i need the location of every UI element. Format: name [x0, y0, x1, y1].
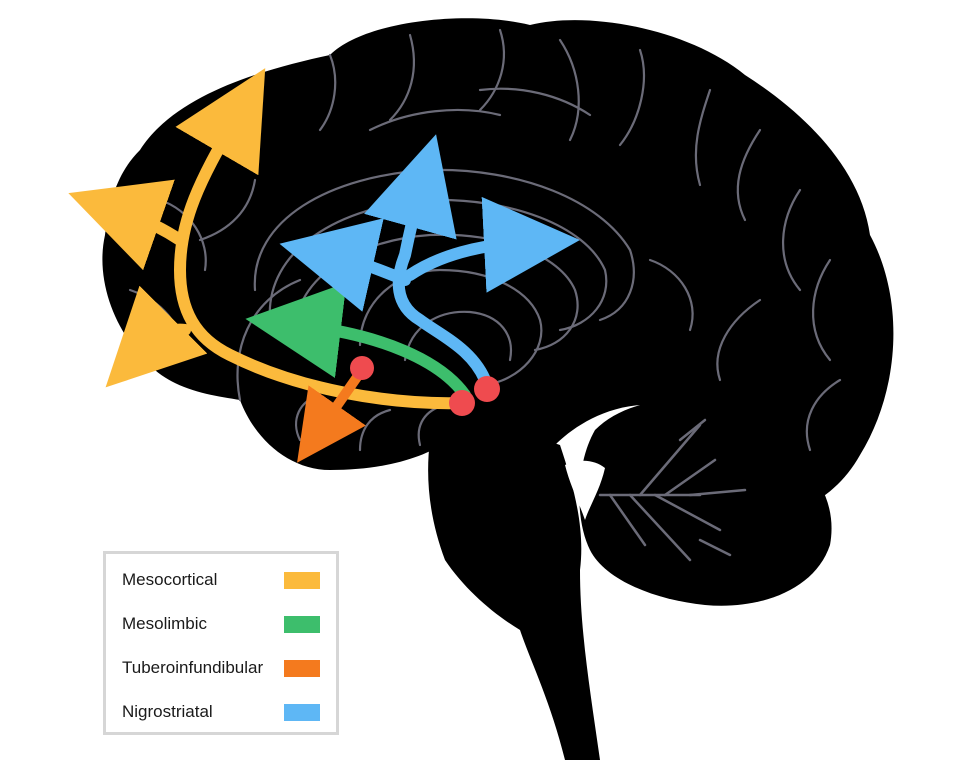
legend-item-nigrostriatal: Nigrostriatal: [122, 701, 320, 723]
mesolimbic-pathway: [245, 282, 471, 401]
legend-swatch: [284, 615, 320, 633]
origin-node-tuberoinfundibular: [350, 356, 374, 380]
legend-swatch: [284, 571, 320, 589]
origin-node-vta: [449, 390, 475, 416]
legend-item-mesolimbic: Mesolimbic: [122, 613, 320, 635]
legend-label: Tuberoinfundibular: [122, 658, 264, 677]
legend-label: Mesocortical: [122, 570, 218, 589]
tuberoinfundibular-pathway: [297, 365, 367, 463]
nigrostriatal-pathway: [279, 134, 580, 391]
legend-swatch: [284, 659, 320, 677]
legend: Mesocortical Mesolimbic Tuberoinfundibul…: [103, 551, 339, 735]
legend-label: Nigrostriatal: [122, 702, 213, 721]
origin-node-icon: [350, 356, 500, 416]
legend-item-mesocortical: Mesocortical: [122, 569, 320, 591]
legend-item-tuberoinfundibular: Tuberoinfundibular: [122, 657, 320, 679]
cerebellum-branches: [598, 418, 747, 562]
legend-label: Mesolimbic: [122, 614, 208, 633]
origin-node-substantia-nigra: [474, 376, 500, 402]
pathways: [68, 68, 580, 463]
legend-swatch: [284, 703, 320, 721]
